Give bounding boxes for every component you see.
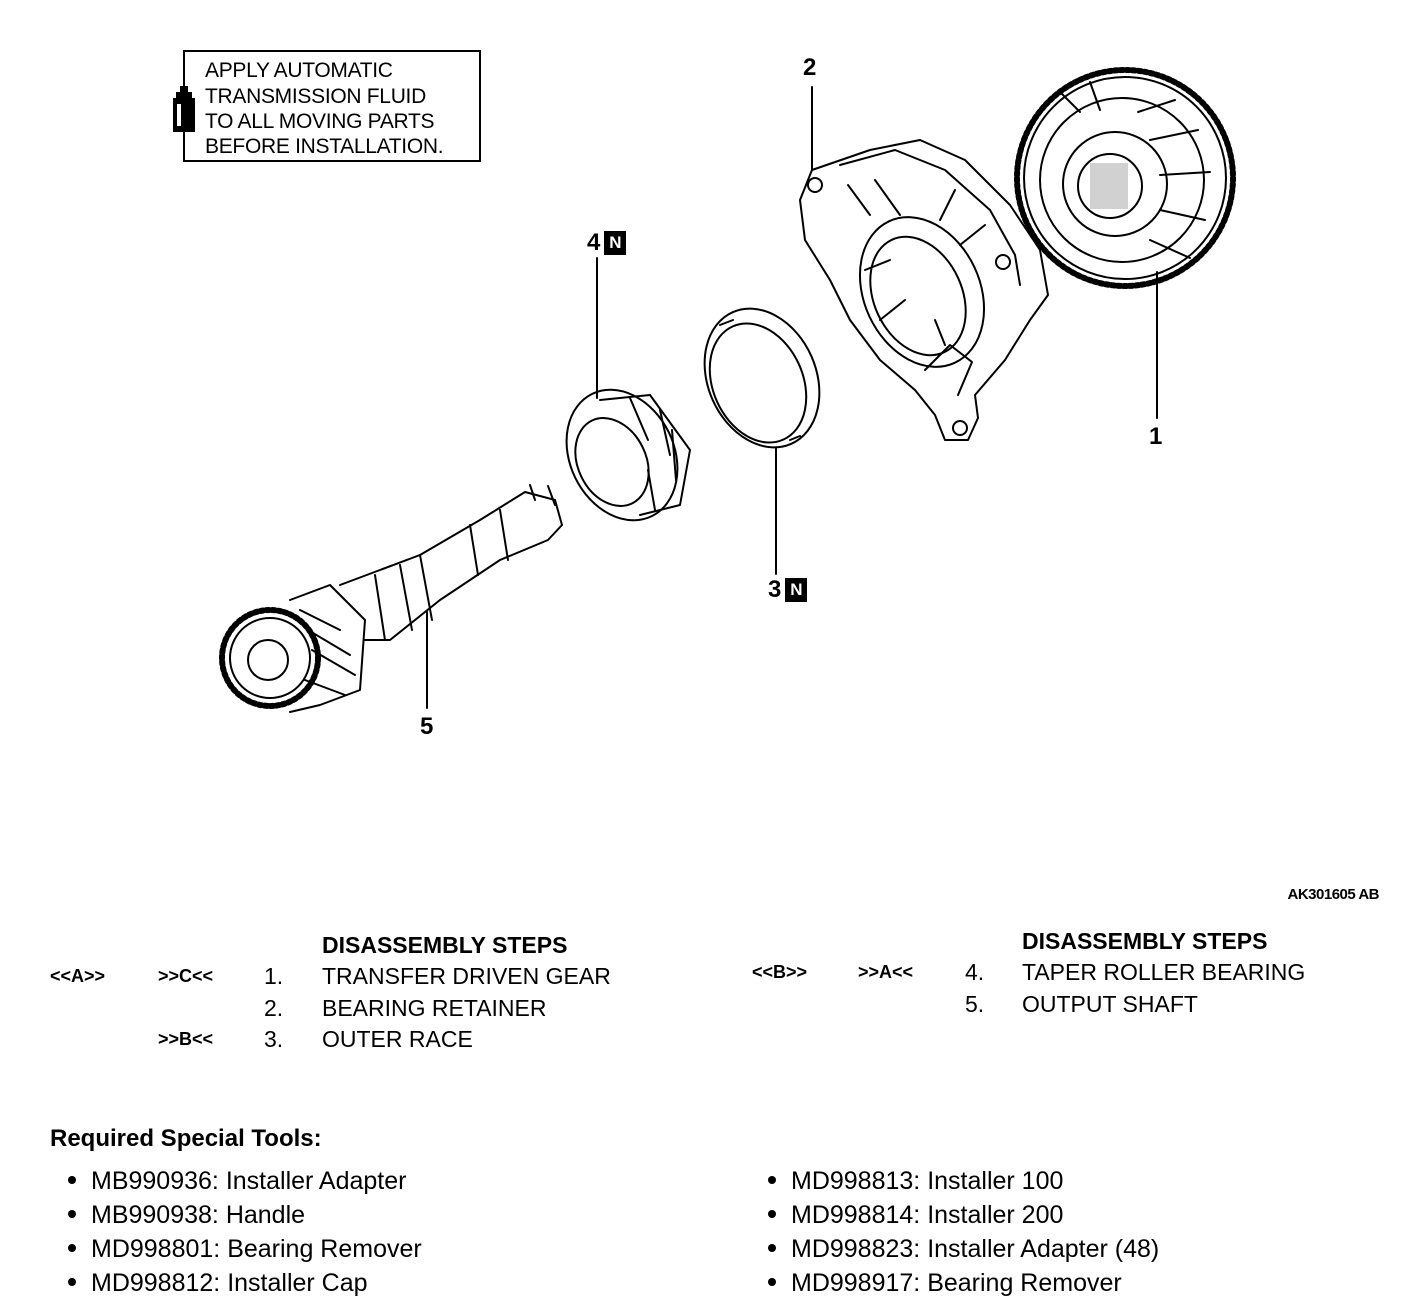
step-4-label: TAPER ROLLER BEARING [1022,959,1306,985]
step-4-tag-a: <<B>> [752,962,808,982]
note-line-3: TO ALL MOVING PARTS [205,110,435,133]
tool-item: MD998917: Bearing Remover [768,1269,1122,1298]
bullet-icon [768,1176,776,1184]
note-line-2: TRANSMISSION FLUID [205,85,426,108]
step-2-num: 2. [264,995,284,1021]
bullet-icon [768,1244,776,1252]
disassembly-heading-right: DISASSEMBLY STEPS [1022,928,1268,954]
output-shaft [219,484,563,713]
callout-1: 1 [1149,423,1163,450]
tool-label: MB990936: Installer Adapter [91,1167,407,1195]
note-line-1: APPLY AUTOMATIC [205,59,393,82]
new-part-badge-3: N [785,578,808,602]
step-1-tag-a: <<A>> [50,966,106,986]
step-3-tag-b: >>B<< [158,1029,214,1049]
tool-label: MD998812: Installer Cap [91,1269,368,1297]
tool-item: MD998801: Bearing Remover [68,1235,422,1264]
fluid-bottle-icon [173,86,195,132]
tool-label: MD998813: Installer 100 [791,1167,1064,1195]
tool-label: MD998823: Installer Adapter (48) [791,1235,1160,1263]
tool-item: MD998812: Installer Cap [68,1269,368,1298]
tool-item: MD998814: Installer 200 [768,1201,1063,1230]
step-3-label: OUTER RACE [322,1026,473,1052]
step-4-tag-b: >>A<< [858,962,914,982]
tool-item: MB990938: Handle [68,1201,305,1230]
step-2-label: BEARING RETAINER [322,995,547,1021]
disassembly-heading-left: DISASSEMBLY STEPS [322,932,568,958]
tool-label: MD998917: Bearing Remover [791,1269,1122,1297]
tools-heading: Required Special Tools: [50,1125,322,1152]
bullet-icon [68,1176,76,1184]
bearing-retainer [799,139,1049,441]
step-4-num: 4. [965,959,985,985]
tool-item: MD998813: Installer 100 [768,1167,1063,1196]
step-1-num: 1. [264,963,284,989]
step-1-label: TRANSFER DRIVEN GEAR [322,963,611,989]
bullet-icon [68,1210,76,1218]
tool-label: MD998801: Bearing Remover [91,1235,422,1263]
leader-lines [426,86,1158,709]
new-part-badge-4: N [604,231,627,255]
step-5-num: 5. [965,991,985,1017]
tool-label: MD998814: Installer 200 [791,1201,1064,1229]
tool-item: MB990936: Installer Adapter [68,1167,406,1196]
tool-label: MB990938: Handle [91,1201,306,1229]
figure-code: AK301605 AB [1287,886,1380,903]
callout-2: 2 [803,54,817,81]
bullet-icon [768,1278,776,1286]
callout-4-number: 4 [587,229,601,256]
bullet-icon [68,1278,76,1286]
callout-3-number: 3 [768,576,782,603]
bullet-icon [68,1244,76,1252]
atf-note-box: APPLY AUTOMATIC TRANSMISSION FLUID TO AL… [173,50,481,162]
bullet-icon [768,1210,776,1218]
note-line-4: BEFORE INSTALLATION. [205,135,444,158]
outer-race [703,307,821,449]
exploded-view-diagram [219,67,1236,713]
taper-roller-bearing [565,388,691,522]
tool-item: MD998823: Installer Adapter (48) [768,1235,1159,1264]
callout-5: 5 [420,713,434,740]
step-5-label: OUTPUT SHAFT [1022,991,1198,1017]
step-1-tag-b: >>C<< [158,966,214,986]
step-3-num: 3. [264,1026,284,1052]
transfer-driven-gear [1014,67,1236,289]
